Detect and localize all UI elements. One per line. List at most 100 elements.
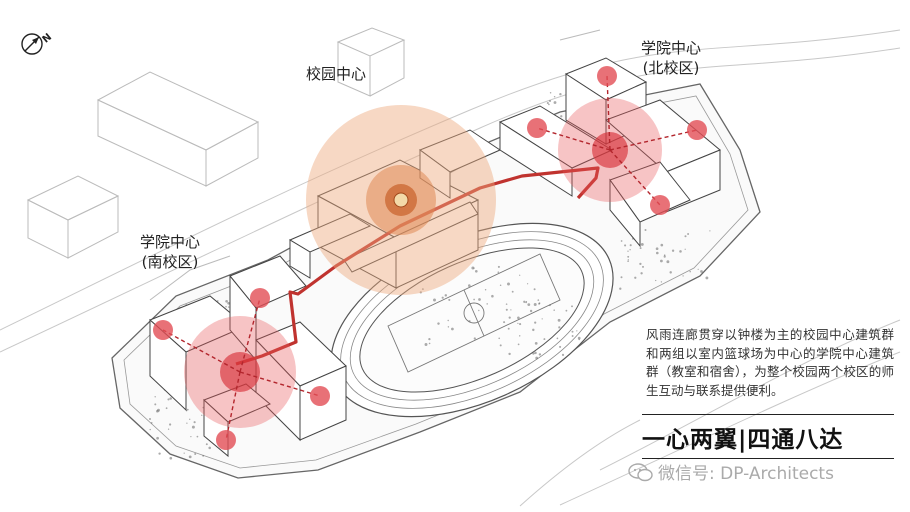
crowd-dot xyxy=(534,321,537,324)
crowd-dot xyxy=(471,266,475,270)
crowd-dot xyxy=(629,244,632,247)
crowd-dot xyxy=(517,316,520,320)
crowd-dot xyxy=(225,305,227,308)
crowd-dot xyxy=(157,408,160,412)
north-college-buildings xyxy=(498,57,721,248)
crowd-dot xyxy=(499,284,502,287)
crowd-dot xyxy=(508,316,511,319)
crowd-dot xyxy=(619,287,622,290)
crowd-dot xyxy=(687,233,690,235)
crowd-dot xyxy=(156,436,159,440)
crowd-dot xyxy=(148,417,152,421)
crowd-dot xyxy=(577,336,581,340)
crowd-dot xyxy=(561,353,565,356)
crowd-dot xyxy=(165,407,168,410)
crowd-dot xyxy=(194,453,197,455)
crowd-dot xyxy=(565,309,568,312)
crowd-dot xyxy=(556,337,559,340)
crowd-dot xyxy=(486,303,488,305)
south-college-label-line1: 学院中心 xyxy=(140,233,201,251)
north-college-label-line1: 学院中心 xyxy=(641,39,702,57)
crowd-dot xyxy=(534,351,537,355)
compass: N xyxy=(20,28,60,62)
crowd-dot xyxy=(447,319,449,322)
crowd-dot xyxy=(655,279,657,282)
crowd-dot xyxy=(644,228,647,232)
crowd-dot xyxy=(227,301,230,305)
description-text: 风雨连廊贯穿以钟楼为主的校园中心建筑群和两组以室内篮球场为中心的学院中心建筑群（… xyxy=(646,327,894,398)
crowd-dot xyxy=(154,403,157,406)
crowd-dot xyxy=(518,335,521,337)
crowd-dot xyxy=(559,345,562,348)
crowd-dot xyxy=(655,251,659,255)
crowd-dot xyxy=(663,255,666,258)
crowd-dot xyxy=(167,428,170,430)
compass-icon: N xyxy=(21,32,54,55)
crowd-dot xyxy=(517,343,520,346)
crowd-dot xyxy=(669,271,672,274)
crowd-dot xyxy=(639,247,642,250)
south-college-label: 学院中心 (南校区) xyxy=(140,232,200,272)
crowd-dot xyxy=(190,435,192,438)
crowd-dot xyxy=(424,343,428,346)
crowd-dot xyxy=(523,300,526,303)
south-college-label-line2: (南校区) xyxy=(141,253,199,271)
crowd-dot xyxy=(684,235,687,238)
crowd-dot xyxy=(627,250,629,252)
crowd-dot xyxy=(527,303,531,306)
crowd-dot xyxy=(526,283,529,285)
crowd-dot xyxy=(507,327,510,330)
crowd-dot xyxy=(571,335,574,337)
crowd-dot xyxy=(517,322,519,325)
crowd-dot xyxy=(503,321,506,324)
crowd-dot xyxy=(560,115,563,118)
crowd-dot xyxy=(639,262,642,266)
crowd-dot xyxy=(627,259,629,261)
crowd-dot xyxy=(196,435,199,438)
crowd-dot xyxy=(660,243,664,247)
south-node-right xyxy=(310,386,330,406)
crowd-dot xyxy=(519,323,522,326)
crowd-dot xyxy=(474,269,478,273)
crowd-dot xyxy=(508,352,511,356)
crowd-dot xyxy=(202,454,205,457)
crowd-dot xyxy=(525,301,528,303)
crowd-dot xyxy=(679,250,682,253)
crowd-dot xyxy=(191,425,195,429)
crowd-dot xyxy=(666,260,670,264)
crowd-dot xyxy=(627,255,630,258)
crowd-dot xyxy=(505,303,508,305)
crowd-dot xyxy=(709,230,711,232)
crowd-dot xyxy=(705,276,709,280)
crowd-dot xyxy=(682,275,684,277)
crowd-dot xyxy=(700,270,703,273)
crowd-dot xyxy=(532,352,535,355)
crowd-dot xyxy=(444,294,448,297)
crowd-dot xyxy=(208,446,211,450)
crowd-dot xyxy=(473,337,476,340)
crowd-dot xyxy=(441,296,444,299)
crowd-dot xyxy=(149,428,151,431)
crowd-dot xyxy=(546,101,549,105)
crowd-dot xyxy=(189,418,191,420)
crowd-dot xyxy=(533,288,536,291)
slogan-box: 一心两翼|四通八达 xyxy=(642,414,894,459)
crowd-dot xyxy=(660,259,663,263)
context-buildings xyxy=(26,27,601,301)
crowd-dot xyxy=(537,299,540,301)
crowd-dot xyxy=(447,326,450,328)
crowd-dot xyxy=(620,276,623,279)
crowd-dot xyxy=(428,337,431,341)
crowd-dot xyxy=(498,337,501,340)
crowd-dot xyxy=(538,353,542,356)
crowd-dot xyxy=(510,309,512,311)
crowd-dot xyxy=(158,452,161,455)
campus-center-label: 校园中心 xyxy=(306,65,367,83)
north-college-label: 学院中心 (北校区) xyxy=(641,38,701,78)
crowd-dot xyxy=(553,101,557,104)
north-college-halo xyxy=(527,66,707,215)
north-node-left xyxy=(527,118,547,138)
south-node-bottom xyxy=(216,430,236,450)
crowd-dot xyxy=(533,303,537,306)
